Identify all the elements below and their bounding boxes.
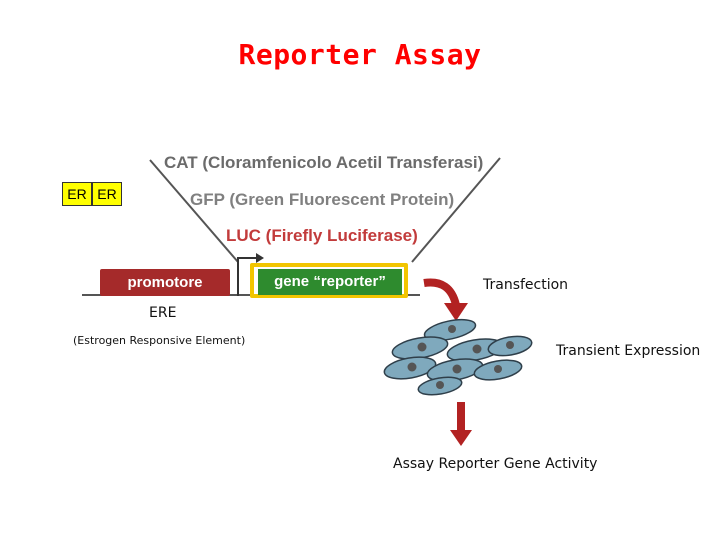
transient-expression-label: Transient Expression — [556, 343, 701, 359]
promoter-bar: promotore — [100, 269, 230, 296]
er-box-1: ER — [62, 182, 92, 206]
transfection-arrow-icon — [423, 278, 468, 321]
page-title: Reporter Assay — [238, 38, 482, 71]
reporter-highlight-frame — [250, 263, 408, 298]
er-box-2: ER — [92, 182, 122, 206]
reporter-gene-bar: gene “reporter” — [258, 269, 402, 295]
transfection-label: Transfection — [483, 277, 569, 293]
reporter-luc: LUC (Firefly Luciferase) — [226, 226, 418, 245]
cells-icon — [383, 318, 533, 396]
ere-description: (Estrogen Responsive Element) — [73, 334, 246, 347]
tss-arrow — [237, 257, 256, 296]
reporter-cat: CAT (Cloramfenicolo Acetil Transferasi) — [164, 153, 484, 172]
reporter-gfp: GFP (Green Fluorescent Protein) — [190, 190, 455, 209]
down-arrow-icon — [450, 402, 472, 446]
er-boxes: ER ER — [62, 182, 122, 206]
assay-label: Assay Reporter Gene Activity — [393, 456, 598, 472]
ere-label: ERE — [149, 305, 177, 321]
